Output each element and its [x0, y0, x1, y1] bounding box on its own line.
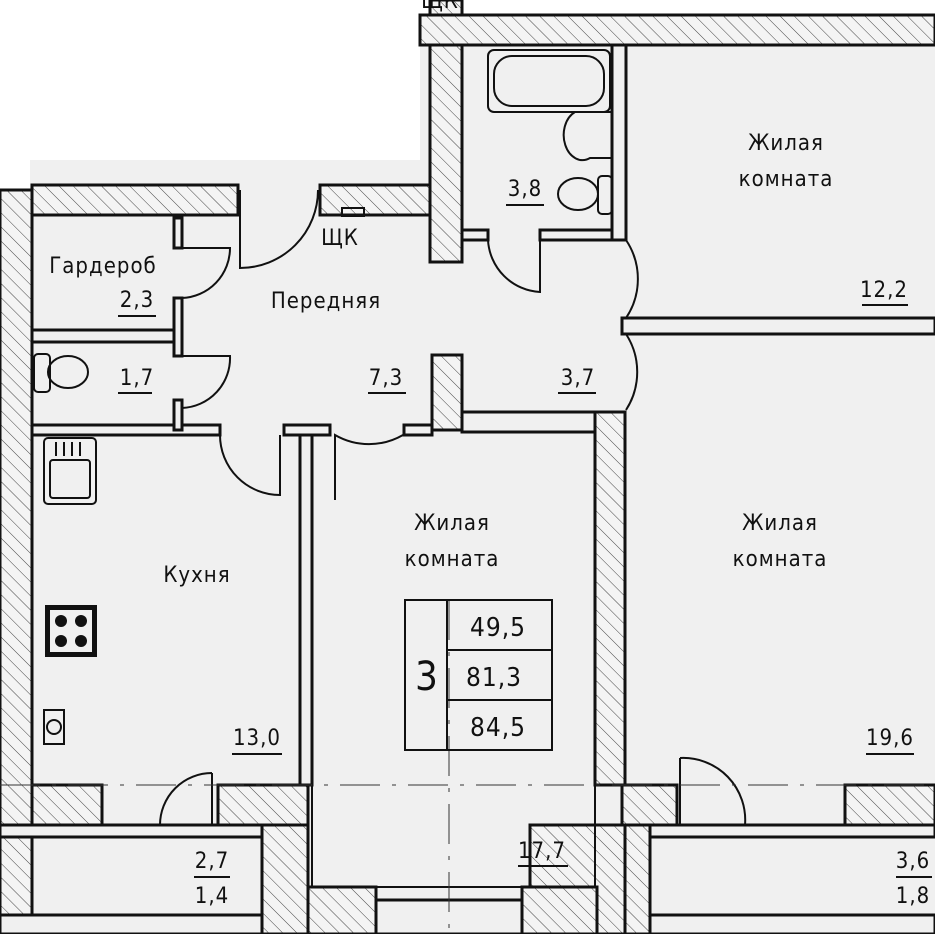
room-count: 3	[415, 654, 439, 700]
room-name-hall: Передняя	[271, 289, 381, 314]
erased-area	[0, 0, 420, 160]
panel-label: ЩК	[321, 226, 359, 251]
room-name-bedroom-3-line2: комната	[733, 547, 828, 572]
room-name-bedroom-2-line1: Жилая	[414, 511, 490, 536]
room-area-bedroom-2: 17,7	[518, 839, 566, 864]
room-area-wardrobe: 2,3	[120, 288, 154, 313]
stove-icon	[45, 605, 97, 657]
sink-icon	[562, 111, 613, 162]
total-area: 81,3	[466, 663, 522, 693]
room-area-bedroom-1: 12,2	[860, 278, 908, 303]
balcony-1-area-bottom: 1,4	[195, 884, 229, 909]
room-name-bedroom-3-line1: Жилая	[742, 511, 818, 536]
toilet-icon-wc	[33, 353, 89, 393]
balcony-1-area-top: 2,7	[195, 849, 229, 874]
room-name-wardrobe: Гардероб	[49, 254, 157, 279]
toilet-icon	[557, 175, 613, 215]
balcony-2-area-top: 3,6	[896, 849, 930, 874]
room-labels: ЩК ЩК Гардероб 2,3 1,7 Передняя 7,3 3,8 …	[49, 0, 932, 909]
room-area-bathroom: 3,8	[508, 177, 542, 202]
panel-label-top: ЩК	[421, 0, 459, 14]
bathtub-icon	[487, 49, 611, 113]
area-summary-table: 3 49,5 81,3 84,5	[404, 599, 553, 751]
doors	[159, 189, 747, 826]
living-area: 49,5	[470, 613, 526, 643]
room-area-kitchen: 13,0	[233, 726, 281, 751]
room-name-bedroom-1-line1: Жилая	[748, 131, 824, 156]
balcony-2-area-bottom: 1,8	[896, 884, 930, 909]
room-area-bedroom-3: 19,6	[866, 726, 914, 751]
room-name-bedroom-2-line2: комната	[405, 547, 500, 572]
boiler-icon	[43, 709, 65, 745]
room-area-wc: 1,7	[120, 366, 154, 391]
room-name-kitchen: Кухня	[163, 563, 230, 588]
room-area-corridor: 3,7	[561, 366, 595, 391]
room-name-bedroom-1-line2: комната	[739, 167, 834, 192]
kitchen-sink-icon	[43, 437, 97, 505]
total-area-with-balconies: 84,5	[470, 713, 526, 743]
room-area-hall: 7,3	[369, 366, 403, 391]
electrical-panel-icon	[341, 207, 365, 217]
